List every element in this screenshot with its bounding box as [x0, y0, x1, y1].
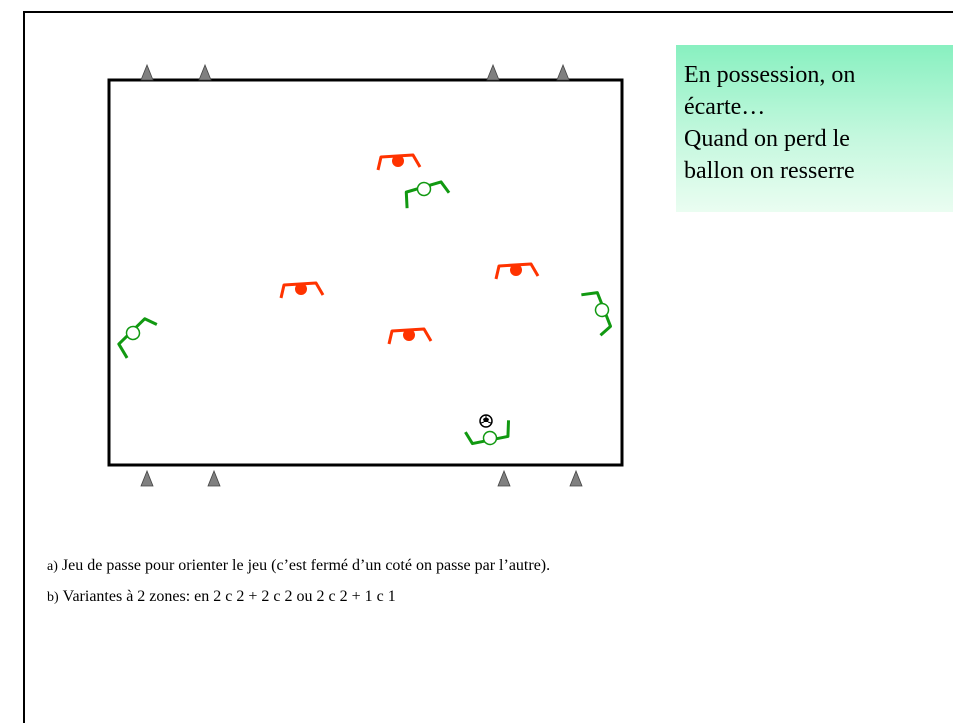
- note-a: a)Jeu de passe pour orienter le jeu (c’e…: [47, 556, 550, 577]
- note-b: b)Variantes à 2 zones: en 2 c 2 + 2 c 2 …: [47, 587, 550, 608]
- callout-line: écarte…: [684, 94, 766, 120]
- green-player-icon: [464, 420, 511, 446]
- slide-frame: [23, 11, 953, 723]
- cone-icon: [556, 63, 570, 81]
- notes-list: a)Jeu de passe pour orienter le jeu (c’e…: [47, 556, 550, 618]
- cone-icon: [569, 469, 583, 487]
- callout-line: En possession, on: [684, 62, 856, 88]
- instruction-callout: En possession, on écarte… Quand on perd …: [676, 45, 953, 212]
- cone-icon: [207, 469, 221, 487]
- cone-icon: [140, 63, 154, 81]
- cone-icon: [486, 63, 500, 81]
- green-player-icon: [581, 291, 613, 337]
- pitch-boundary: [107, 78, 624, 467]
- note-text: Jeu de passe pour orienter le jeu (c’est…: [61, 557, 551, 574]
- cone-icon: [497, 469, 511, 487]
- callout-line: ballon on resserre: [684, 158, 855, 184]
- ball-icon: [479, 414, 493, 428]
- cone-icon: [198, 63, 212, 81]
- red-player-icon: [376, 153, 422, 171]
- callout-line: Quand on perd le: [684, 126, 850, 152]
- cone-icon: [140, 469, 154, 487]
- green-player-icon: [117, 317, 158, 359]
- red-player-icon: [387, 327, 433, 345]
- red-player-icon: [279, 281, 325, 299]
- note-letter: b): [47, 590, 59, 605]
- green-player-icon: [404, 180, 451, 209]
- note-text: Variantes à 2 zones: en 2 c 2 + 2 c 2 ou…: [62, 588, 396, 605]
- note-letter: a): [47, 559, 58, 574]
- red-player-icon: [494, 262, 540, 280]
